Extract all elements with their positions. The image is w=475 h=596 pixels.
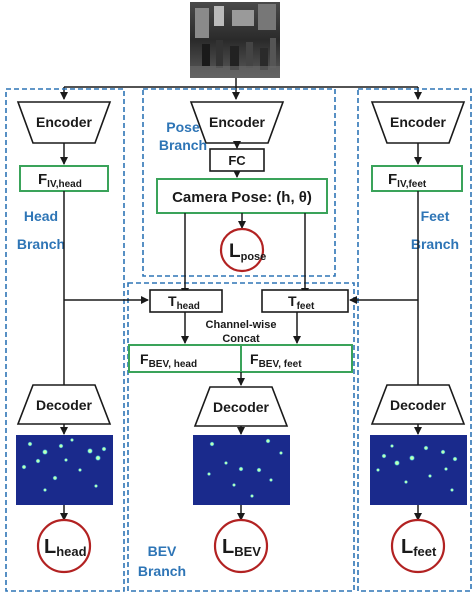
svg-text:FBEV, feet: FBEV, feet bbox=[250, 351, 302, 370]
loss-head-sub: head bbox=[56, 544, 86, 559]
encoder-feet: Encoder bbox=[370, 101, 466, 144]
f-iv-head-box: FIV,head bbox=[19, 165, 109, 192]
svg-text:Thead: Thead bbox=[168, 293, 200, 312]
pose-branch-label-1: Pose bbox=[166, 119, 200, 135]
t-head-box: Thead bbox=[149, 289, 223, 313]
loss-bev-main: L bbox=[222, 536, 234, 558]
decoder-feet: Decoder bbox=[370, 384, 466, 425]
loss-bev: LBEV bbox=[213, 518, 269, 574]
decoder-feet-label: Decoder bbox=[390, 397, 447, 413]
feet-branch-box bbox=[357, 88, 472, 592]
pose-branch-label-2: Branch bbox=[159, 137, 207, 153]
head-branch-label-1: Head bbox=[24, 208, 58, 224]
loss-bev-sub: BEV bbox=[234, 544, 261, 559]
decoder-head-label: Decoder bbox=[36, 397, 93, 413]
loss-feet-sub: feet bbox=[413, 544, 437, 559]
head-branch-label-2: Branch bbox=[17, 236, 65, 252]
loss-head: Lhead bbox=[36, 518, 92, 574]
decoder-head: Decoder bbox=[16, 384, 112, 425]
svg-text:Lpose: Lpose bbox=[229, 241, 266, 263]
svg-text:Tfeet: Tfeet bbox=[288, 293, 315, 312]
input-image bbox=[190, 2, 280, 78]
encoder-head: Encoder bbox=[16, 101, 112, 144]
decoder-bev: Decoder bbox=[193, 386, 289, 427]
svg-text:FIV,feet: FIV,feet bbox=[388, 171, 427, 190]
encoder-pose-label: Encoder bbox=[209, 114, 266, 130]
f-bev-head-sub: BEV, head bbox=[149, 359, 198, 370]
pose-branch-box bbox=[142, 88, 336, 277]
camera-pose-box: Camera Pose: (h, θ) bbox=[156, 178, 328, 214]
t-feet-main: T bbox=[288, 293, 297, 309]
svg-text:Lhead: Lhead bbox=[44, 536, 87, 559]
heatmap-head bbox=[16, 435, 113, 505]
t-feet-box: Tfeet bbox=[261, 289, 349, 313]
encoder-head-label: Encoder bbox=[36, 114, 93, 130]
encoder-pose: Encoder bbox=[189, 101, 285, 144]
svg-text:Lfeet: Lfeet bbox=[401, 536, 437, 559]
head-branch-box bbox=[5, 88, 125, 592]
bev-branch-label-1: BEV bbox=[148, 543, 177, 559]
encoder-feet-label: Encoder bbox=[390, 114, 447, 130]
loss-pose: Lpose bbox=[219, 227, 266, 273]
svg-text:FIV,head: FIV,head bbox=[38, 171, 82, 190]
camera-pose-label: Camera Pose: (h, θ) bbox=[172, 189, 312, 206]
f-iv-feet-box: FIV,feet bbox=[371, 165, 463, 192]
fc-label: FC bbox=[228, 153, 246, 168]
bev-branch-label-2: Branch bbox=[138, 563, 186, 579]
f-iv-head-sub: IV,head bbox=[47, 179, 82, 190]
concat-label-1: Channel-wise bbox=[206, 319, 277, 331]
f-iv-head-main: F bbox=[38, 171, 47, 188]
f-bev-head-main: F bbox=[140, 351, 149, 367]
feet-branch-label-1: Feet bbox=[421, 208, 450, 224]
svg-text:LBEV: LBEV bbox=[222, 536, 261, 559]
heatmap-bev bbox=[193, 435, 290, 505]
decoder-bev-label: Decoder bbox=[213, 399, 270, 415]
f-bev-feet-main: F bbox=[250, 351, 259, 367]
loss-feet-main: L bbox=[401, 536, 413, 558]
fc-box: FC bbox=[209, 148, 265, 172]
t-head-main: T bbox=[168, 293, 177, 309]
f-iv-feet-sub: IV,feet bbox=[397, 179, 427, 190]
f-bev-feet-sub: BEV, feet bbox=[259, 359, 303, 370]
concat-label-2: Concat bbox=[222, 333, 260, 345]
heatmap-feet bbox=[370, 435, 467, 505]
t-feet-sub: feet bbox=[297, 301, 315, 312]
loss-pose-sub: pose bbox=[241, 251, 267, 263]
loss-feet: Lfeet bbox=[390, 518, 446, 574]
feet-branch-label-2: Branch bbox=[411, 236, 459, 252]
f-iv-feet-main: F bbox=[388, 171, 397, 188]
t-head-sub: head bbox=[177, 301, 200, 312]
loss-pose-main: L bbox=[229, 241, 241, 262]
f-bev-concat-box: FBEV, head FBEV, feet bbox=[128, 344, 353, 373]
bev-branch-box bbox=[127, 282, 355, 592]
loss-head-main: L bbox=[44, 536, 56, 558]
svg-text:FBEV, head: FBEV, head bbox=[140, 351, 197, 370]
input-split-lines bbox=[60, 78, 422, 100]
